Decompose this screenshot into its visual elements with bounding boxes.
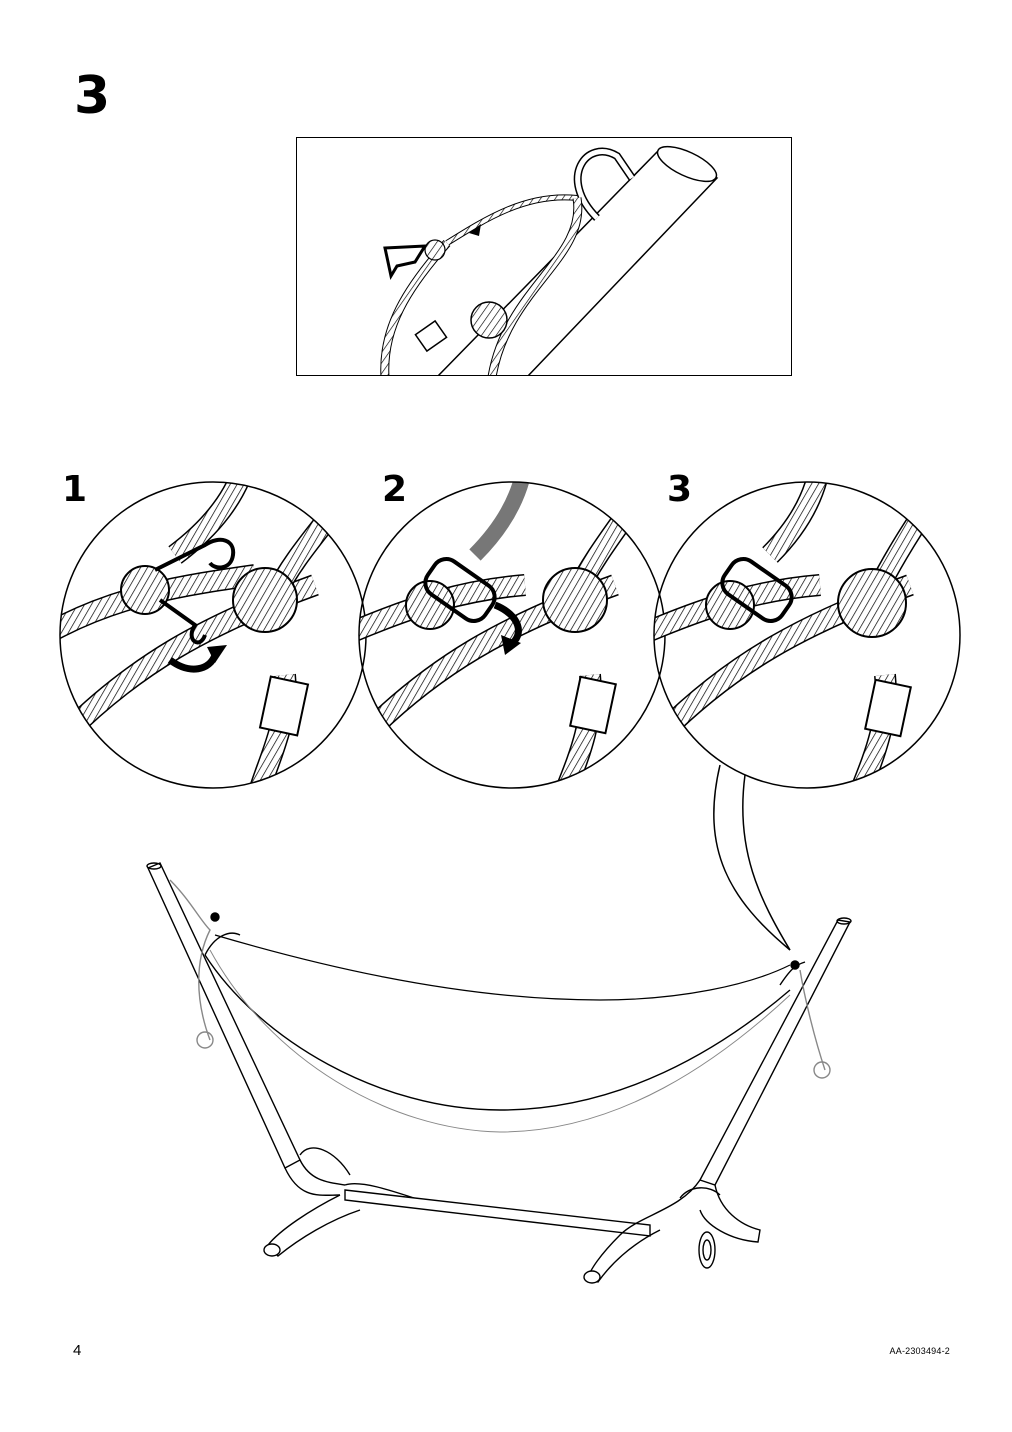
hook-rotate-icon [358,481,666,789]
detail-illustration [296,137,792,376]
substep-number-3: 3 [667,469,693,510]
substep-number-1: 1 [62,469,88,510]
rope-hook-detail-icon [380,145,719,375]
substep-number-2: 2 [382,469,408,510]
document-code: AA-2303494-2 [889,1346,950,1356]
step-number: 3 [74,66,111,126]
hook-closed-icon [653,481,961,789]
hook-open-icon [59,481,367,789]
page-number: 4 [73,1342,82,1359]
